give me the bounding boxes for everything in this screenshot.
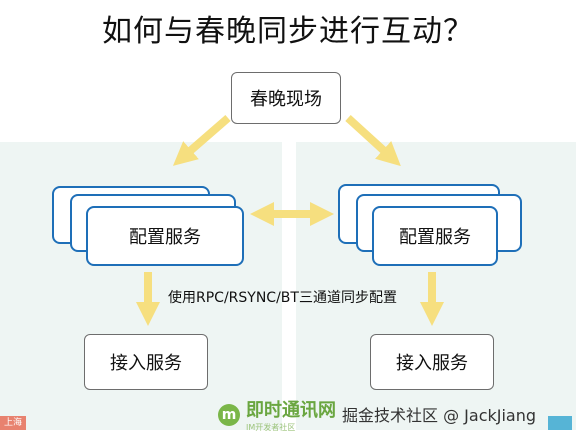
page-title: 如何与春晚同步进行互动？ xyxy=(102,14,474,49)
node-config-left: 配置服务 xyxy=(86,206,244,266)
brand-name: 即时通讯网 xyxy=(246,400,336,421)
brand-sub: IM开发者社区 xyxy=(246,423,296,432)
node-access-right: 接入服务 xyxy=(370,334,494,390)
arrow-top-to-right xyxy=(345,115,401,167)
node-config-right: 配置服务 xyxy=(372,206,498,266)
left-panel-label: 上海 xyxy=(0,416,27,430)
arrow-top-to-left xyxy=(172,114,231,166)
node-gala-site: 春晚现场 xyxy=(231,72,341,124)
watermark-brand: m 即时通讯网 IM开发者社区 xyxy=(218,396,336,433)
brand-logo-icon: m xyxy=(218,403,240,426)
node-access-left: 接入服务 xyxy=(84,334,208,390)
sync-note: 使用RPC/RSYNC/BT三通道同步配置 xyxy=(168,290,397,306)
watermark-right: 掘金技术社区 @ JackJiang xyxy=(342,406,537,425)
right-panel-tag xyxy=(548,416,572,430)
